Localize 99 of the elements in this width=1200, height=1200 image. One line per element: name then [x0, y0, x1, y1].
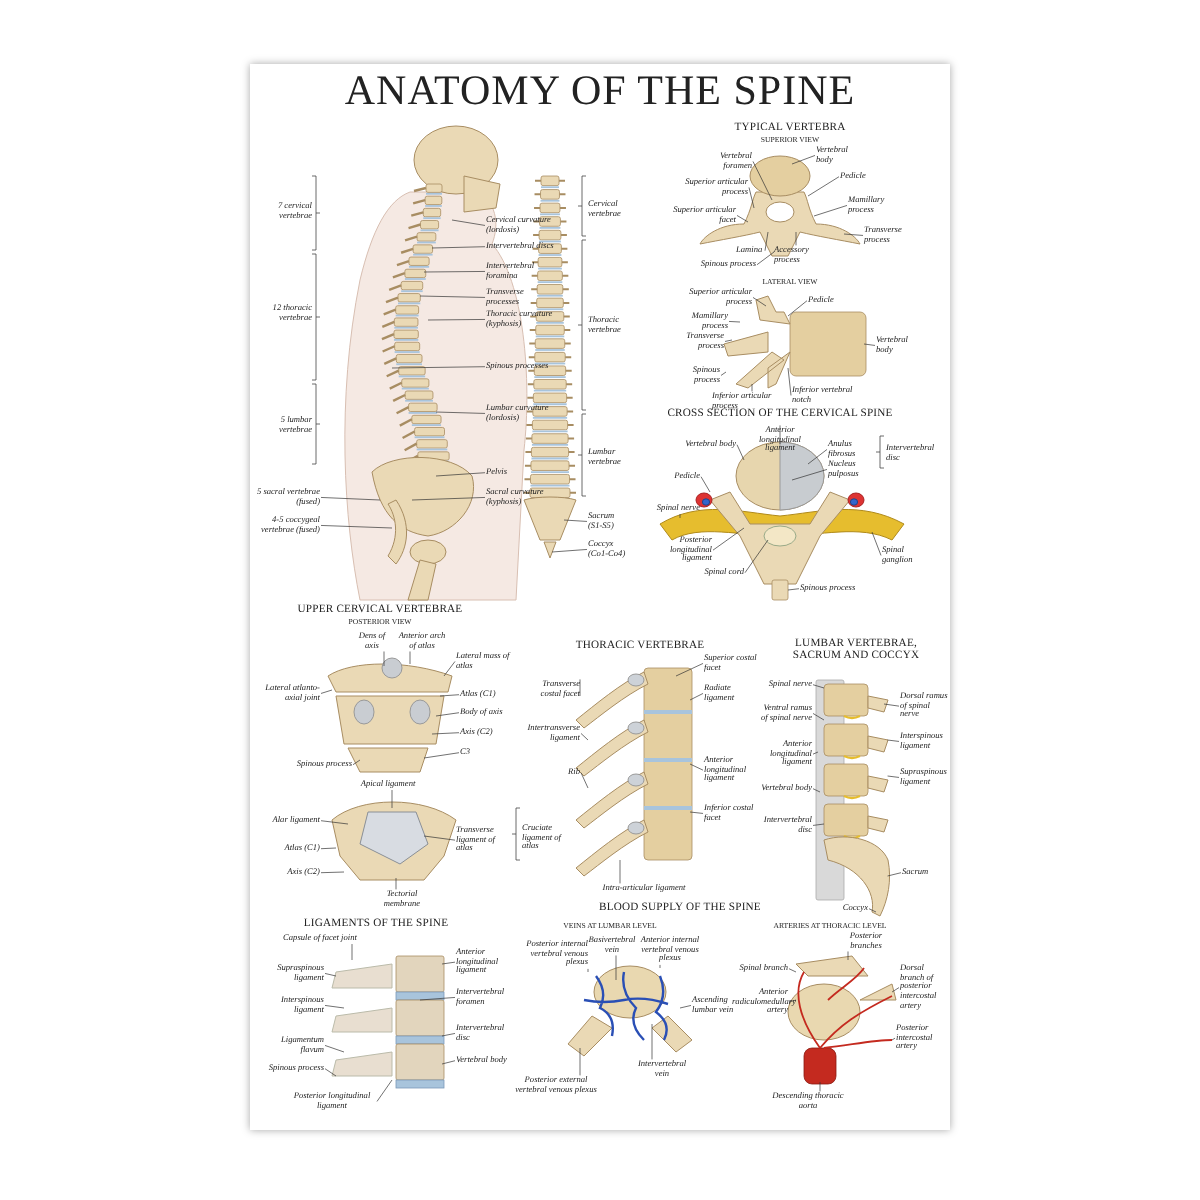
- leader-line: [441, 961, 456, 965]
- leader-line: [435, 712, 460, 717]
- leader-line: [871, 531, 882, 556]
- leader-line: [443, 661, 456, 677]
- leader-line: [580, 772, 589, 789]
- leader-line: [887, 739, 900, 742]
- leader-line: [579, 679, 581, 697]
- leader-line: [756, 251, 775, 266]
- leader-line: [744, 539, 769, 574]
- leader-line: [748, 187, 755, 209]
- leader-line: [431, 246, 486, 249]
- leader-line: [887, 872, 902, 877]
- leader-line: [720, 371, 727, 376]
- leader-line: [451, 219, 486, 226]
- leader-line: [391, 366, 486, 369]
- leader-line: [812, 823, 825, 826]
- leader-line: [843, 233, 864, 236]
- leader-line: [376, 1079, 393, 1102]
- leader-line: [679, 513, 681, 519]
- leader-line: [812, 713, 825, 721]
- leader-line: [752, 297, 767, 307]
- leader-line: [395, 877, 397, 890]
- leader-line: [795, 231, 797, 246]
- leader-line: [427, 319, 486, 321]
- spinal-ligaments-drawing: [331, 955, 445, 1089]
- leader-line: [441, 1033, 456, 1037]
- leader-line: [423, 752, 460, 759]
- leader-line: [788, 999, 797, 1003]
- leader-line: [887, 775, 900, 778]
- leader-line: [863, 343, 876, 346]
- leader-line: [700, 476, 711, 493]
- leader-line: [812, 684, 825, 689]
- leader-line: [419, 997, 456, 1001]
- leader-line: [351, 943, 353, 961]
- leader-line: [679, 1005, 692, 1009]
- leader-line: [868, 908, 877, 913]
- leader-line: [320, 525, 393, 529]
- leader-line: [391, 789, 393, 809]
- leader-line: [752, 161, 773, 201]
- leader-line: [891, 987, 900, 993]
- leader-line: [764, 231, 769, 252]
- leader-line: [324, 1068, 337, 1077]
- leader-line: [409, 651, 411, 665]
- leader-line: [787, 300, 808, 317]
- leader-line: [812, 788, 821, 793]
- leader-line: [689, 693, 704, 701]
- leader-line: [352, 759, 361, 766]
- leader-line: [320, 820, 349, 825]
- leader-line: [419, 295, 486, 298]
- leader-line: [320, 689, 333, 694]
- leader-line: [788, 968, 797, 973]
- leader-line: [791, 155, 816, 165]
- leader-line: [383, 651, 385, 667]
- leader-line: [675, 663, 704, 677]
- ligament-posterior-drawing: [331, 801, 457, 881]
- leader-line: [324, 1005, 345, 1009]
- leader-line: [724, 339, 733, 342]
- leader-line: [431, 732, 460, 735]
- leader-line: [411, 497, 486, 501]
- upper-cervical-drawing: [327, 657, 453, 773]
- leader-line: [651, 1023, 653, 1060]
- leader-line: [807, 176, 840, 197]
- leader-line: [579, 1047, 581, 1076]
- lumbar-veins-drawing: [567, 965, 693, 1057]
- leader-line: [320, 497, 381, 501]
- leader-line: [435, 472, 486, 477]
- leader-line: [435, 411, 486, 414]
- leader-line: [439, 694, 460, 697]
- leader-line: [423, 271, 486, 273]
- leader-line: [813, 205, 848, 217]
- leader-line: [712, 527, 745, 551]
- leader-line: [441, 1060, 456, 1065]
- leader-line: [847, 951, 849, 961]
- leader-line: [791, 469, 828, 481]
- leader-line: [751, 383, 753, 392]
- leader-line: [615, 955, 617, 981]
- leader-line: [736, 215, 749, 223]
- leader-line: [779, 425, 781, 445]
- leader-line: [787, 367, 792, 396]
- leader-line: [689, 811, 704, 814]
- leader-line: [728, 321, 741, 323]
- lumbar-sacrum-drawing: [815, 679, 891, 917]
- leader-line: [551, 549, 588, 553]
- leader-line: [812, 751, 819, 755]
- leader-line: [324, 973, 337, 977]
- leader-line: [320, 871, 345, 874]
- leader-line: [807, 449, 828, 465]
- leader-line: [423, 835, 456, 841]
- leader-line: [563, 519, 588, 522]
- leader-line: [580, 733, 589, 741]
- leader-line: [689, 763, 704, 771]
- leader-line: [320, 847, 337, 850]
- leader-line: [819, 1081, 821, 1092]
- leader-line: [736, 444, 745, 461]
- leader-line: [619, 859, 621, 884]
- leader-line: [883, 703, 900, 707]
- leader-line: [787, 588, 800, 591]
- leader-line: [324, 1045, 345, 1053]
- poster-title: ANATOMY OF THE SPINE: [342, 68, 858, 115]
